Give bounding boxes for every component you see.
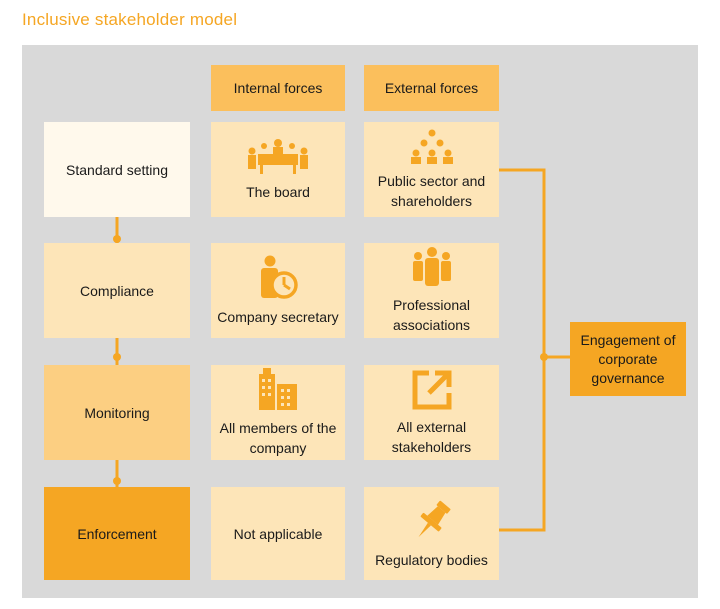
stage-label: Standard setting xyxy=(66,161,168,178)
internal-label: Company secretary xyxy=(217,308,339,325)
engagement-box: Engagement of corporate governance xyxy=(570,322,686,396)
stage-compliance: Compliance xyxy=(44,243,190,338)
external-label: Regulatory bodies xyxy=(375,551,488,568)
internal-company-secretary: Company secretary xyxy=(211,243,345,338)
connector-dot xyxy=(113,353,121,361)
stage-standard-setting: Standard setting xyxy=(44,122,190,217)
external-link-icon xyxy=(412,370,451,409)
engagement-label: Engagement of corporate governance xyxy=(580,331,676,386)
internal-label: Not applicable xyxy=(233,525,323,542)
bracket-line xyxy=(499,168,546,532)
header-external-label: External forces xyxy=(384,80,479,96)
connector-dot xyxy=(540,353,548,361)
connector-dot xyxy=(113,235,121,243)
internal-label: All members of the company xyxy=(219,419,337,456)
external-regulatory-bodies: Regulatory bodies xyxy=(364,487,499,580)
header-internal-forces: Internal forces xyxy=(211,65,345,111)
external-public-sector: Public sector and shareholders xyxy=(364,122,499,217)
external-label: All external stakeholders xyxy=(391,418,472,455)
crowd-icon xyxy=(410,129,453,164)
diagram-title: Inclusive stakeholder model xyxy=(22,10,238,29)
internal-the-board: The board xyxy=(211,122,345,217)
group-of-people-icon xyxy=(412,246,451,286)
person-clock-icon xyxy=(261,255,298,299)
stage-monitoring: Monitoring xyxy=(44,365,190,460)
internal-not-applicable: Not applicable xyxy=(211,487,345,580)
office-building-icon xyxy=(259,367,297,410)
internal-all-members: All members of the company xyxy=(211,365,345,460)
stage-label: Compliance xyxy=(80,282,154,299)
external-professional-associations: Professional associations xyxy=(364,243,499,338)
header-internal-label: Internal forces xyxy=(233,80,323,96)
boardroom-icon xyxy=(248,138,308,174)
connector-dot xyxy=(113,477,121,485)
stage-label: Monitoring xyxy=(84,404,150,421)
header-external-forces: External forces xyxy=(364,65,499,111)
pushpin-icon xyxy=(418,500,450,537)
external-label: Public sector and shareholders xyxy=(377,172,486,209)
external-label: Professional associations xyxy=(392,296,471,333)
internal-label: The board xyxy=(246,183,310,200)
stage-label: Enforcement xyxy=(77,525,157,542)
external-all-stakeholders: All external stakeholders xyxy=(364,365,499,460)
stage-enforcement: Enforcement xyxy=(44,487,190,580)
